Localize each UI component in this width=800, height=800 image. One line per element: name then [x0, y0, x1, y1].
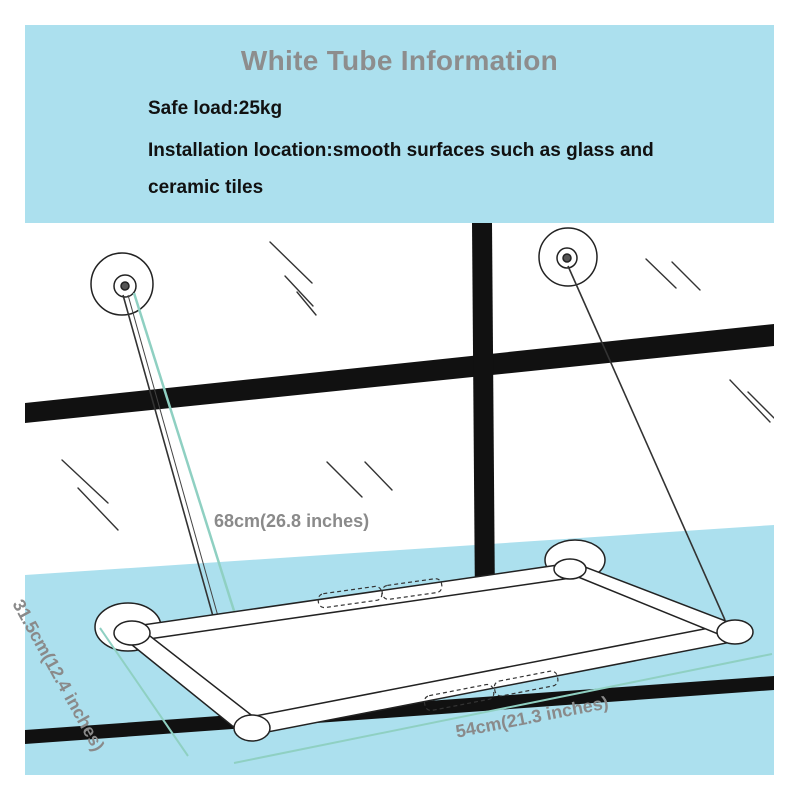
glass-glare-lines: [61, 241, 774, 531]
window-frame: [25, 223, 774, 744]
installation-location-text: Installation location:smooth surfaces su…: [148, 140, 654, 161]
height-dimension-label: 68cm(26.8 inches): [214, 511, 370, 531]
window-hammock-illustration: [25, 223, 774, 775]
installation-location-text-continued: ceramic tiles: [148, 177, 264, 198]
width-dimension-line: [233, 653, 773, 764]
depth-dimension-line: [99, 627, 189, 757]
hammock-bed: [113, 558, 754, 742]
info-banner: White Tube Information Safe load:25kg In…: [25, 25, 774, 223]
banner-title: White Tube Information: [240, 45, 559, 76]
suction-cup-top-left: [90, 252, 154, 316]
safe-load-text: Safe load:25kg: [148, 98, 283, 119]
suction-cup-top-right: [538, 227, 598, 287]
